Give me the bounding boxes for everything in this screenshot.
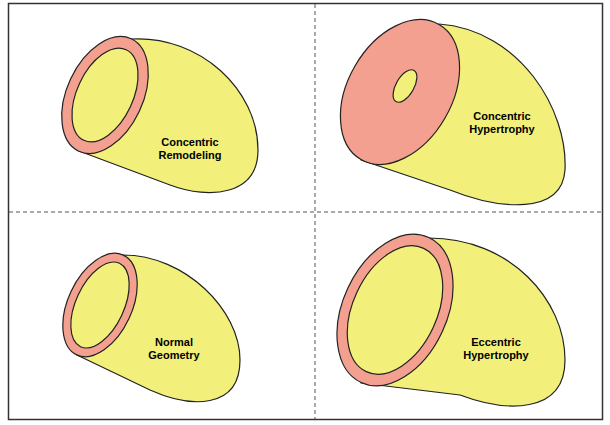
ventricle-cavity xyxy=(59,253,141,357)
ventricle-outline xyxy=(60,245,248,415)
ventricle-shape: Normal Geometry xyxy=(60,245,248,415)
ventricle-outline xyxy=(60,28,265,208)
ventricle-wall xyxy=(48,242,152,369)
ventricle-wall xyxy=(44,23,165,168)
geometry-label: Concentric Hypertrophy xyxy=(462,110,542,136)
ventricle-wall xyxy=(316,0,484,186)
divider-vertical xyxy=(315,4,316,419)
ventricle-outline xyxy=(335,225,570,417)
ventricle-wall xyxy=(314,216,476,405)
ventricle-shape: Eccentric Hypertrophy xyxy=(335,225,570,417)
geometry-label: Concentric Remodeling xyxy=(152,136,228,162)
ventricle-cavity xyxy=(58,38,151,152)
divider-horizontal xyxy=(9,212,602,213)
ventricle-shape: Concentric Hypertrophy xyxy=(340,10,572,220)
ventricle-cavity xyxy=(328,231,462,390)
ventricle-cavity xyxy=(388,66,422,106)
geometry-label: Normal Geometry xyxy=(138,336,210,362)
outer-border xyxy=(9,4,603,420)
ventricle-outline xyxy=(340,10,572,220)
geometry-label: Eccentric Hypertrophy xyxy=(456,336,536,362)
ventricle-shape: Concentric Remodeling xyxy=(60,28,265,208)
